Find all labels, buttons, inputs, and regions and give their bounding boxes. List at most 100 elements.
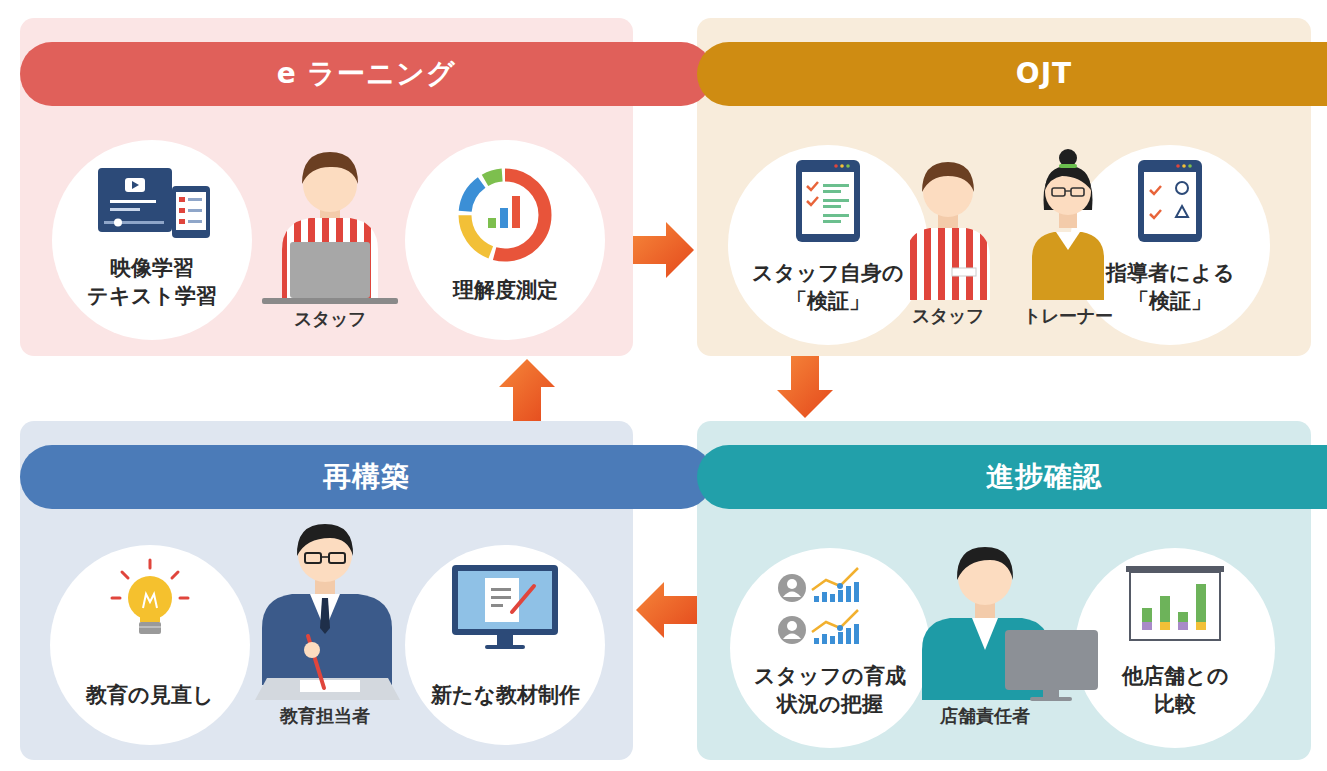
educator-figure <box>305 553 321 563</box>
trainer-figure <box>1032 149 1104 300</box>
chart-icon <box>465 175 545 255</box>
bar-icon <box>488 218 496 228</box>
comparison-board-icon <box>1130 572 1220 640</box>
growth-icon <box>787 579 797 589</box>
trainer-figure <box>1056 232 1080 250</box>
checklist-tablet <box>1182 164 1186 168</box>
video-text-icon <box>104 221 164 224</box>
video-text-icon <box>110 200 156 203</box>
checklist-tablet <box>1176 206 1188 217</box>
manager-figure <box>922 547 1098 701</box>
lightbulb-icon <box>139 626 161 628</box>
activity-text: スタッフ自身の 「検証」 <box>752 260 904 315</box>
lightbulb-icon <box>112 560 188 598</box>
growth-icon <box>846 628 851 644</box>
trainer-figure <box>1045 169 1091 215</box>
growth-icon <box>854 582 859 602</box>
staff-figure <box>303 158 357 212</box>
activity-text: 映像学習 テキスト学習 <box>87 255 217 310</box>
checklist-tablet <box>840 164 844 168</box>
video-text-icon <box>110 208 140 211</box>
staff-figure <box>952 268 976 276</box>
monitor-icon <box>485 578 519 622</box>
cycle-arrow <box>633 222 694 278</box>
activity-text: 理解度測定 <box>453 277 558 304</box>
comparison-board-icon <box>1126 566 1224 572</box>
comparison-board-icon <box>1126 566 1224 640</box>
checklist-tablet <box>1176 182 1188 194</box>
role-label: 教育担当者 <box>280 704 370 728</box>
monitor-icon <box>458 571 552 629</box>
lightbulb-icon <box>149 560 152 568</box>
video-text-icon <box>132 181 139 189</box>
staff-figure <box>262 298 398 304</box>
monitor-icon <box>452 565 558 635</box>
checklist-tablet <box>1176 164 1180 168</box>
activity-circle: 新たな教材制作 <box>405 545 605 745</box>
monitor-icon <box>491 596 511 599</box>
growth-icon <box>822 592 827 602</box>
checklist-tablet <box>1188 164 1192 168</box>
staff-figure <box>282 218 378 300</box>
staff-figure <box>938 210 958 228</box>
growth-icon <box>837 583 843 589</box>
monitor-icon <box>485 645 525 649</box>
lightbulb-icon <box>143 594 157 608</box>
checklist-tablet <box>802 172 854 234</box>
cycle-arrow <box>499 359 555 421</box>
video-text-icon <box>125 178 145 192</box>
lightbulb-icon <box>140 612 160 622</box>
growth-icon <box>778 568 859 644</box>
phase-panel: OJTスタッフ自身の 「検証」指導者による 「検証」 <box>697 18 1311 356</box>
bar-icon <box>488 196 520 228</box>
role-label: スタッフ <box>912 304 984 328</box>
checklist-tablet <box>807 197 818 205</box>
growth-icon <box>812 568 858 590</box>
manager-figure <box>1030 697 1072 701</box>
chart-icon <box>465 175 545 255</box>
video-text-icon <box>188 198 202 201</box>
video-text-icon <box>179 219 185 224</box>
video-text-icon <box>114 219 122 227</box>
activity-text: 他店舗との 比較 <box>1122 663 1229 718</box>
label-slot: スタッフ <box>294 307 366 331</box>
monitor-icon <box>491 604 503 607</box>
monitor-icon <box>512 586 534 612</box>
growth-icon <box>838 632 843 644</box>
manager-figure <box>958 551 1012 605</box>
video-text-icon <box>172 186 210 238</box>
activity-text: 指導者による 「検証」 <box>1106 260 1235 315</box>
comparison-board-icon <box>1178 622 1188 630</box>
phase-panel: e ラーニング映像学習 テキスト学習理解度測定 <box>20 18 633 356</box>
educator-figure <box>310 594 340 630</box>
staff-figure <box>906 162 990 300</box>
educator-figure <box>255 678 400 700</box>
trainer-figure <box>1045 166 1091 190</box>
trainer-figure <box>1052 188 1065 196</box>
checklist-tablet <box>823 199 849 202</box>
phase-heading: 進捗確認 <box>697 445 1327 509</box>
video-text-icon <box>98 168 210 238</box>
lightbulb-icon <box>180 597 188 600</box>
checklist-tablet <box>823 190 841 193</box>
trainer-figure <box>1065 190 1071 191</box>
activity-circle: スタッフ自身の 「検証」 <box>728 145 928 345</box>
trainer-figure <box>1059 164 1077 168</box>
growth-icon <box>830 636 835 644</box>
checklist-tablet <box>823 214 849 217</box>
manager-figure <box>972 618 998 650</box>
monitor-icon <box>497 635 513 645</box>
lightbulb-icon <box>112 597 120 600</box>
checklist-tablet <box>1150 210 1161 218</box>
trainer-figure <box>1044 166 1093 210</box>
staff-figure <box>320 205 340 223</box>
checklist-tablet <box>846 164 850 168</box>
educator-figure <box>262 594 392 685</box>
checklist-tablet <box>1150 186 1161 194</box>
checklist-tablet <box>823 184 849 187</box>
manager-figure <box>1005 630 1098 690</box>
activity-circle: 映像学習 テキスト学習 <box>52 140 252 340</box>
